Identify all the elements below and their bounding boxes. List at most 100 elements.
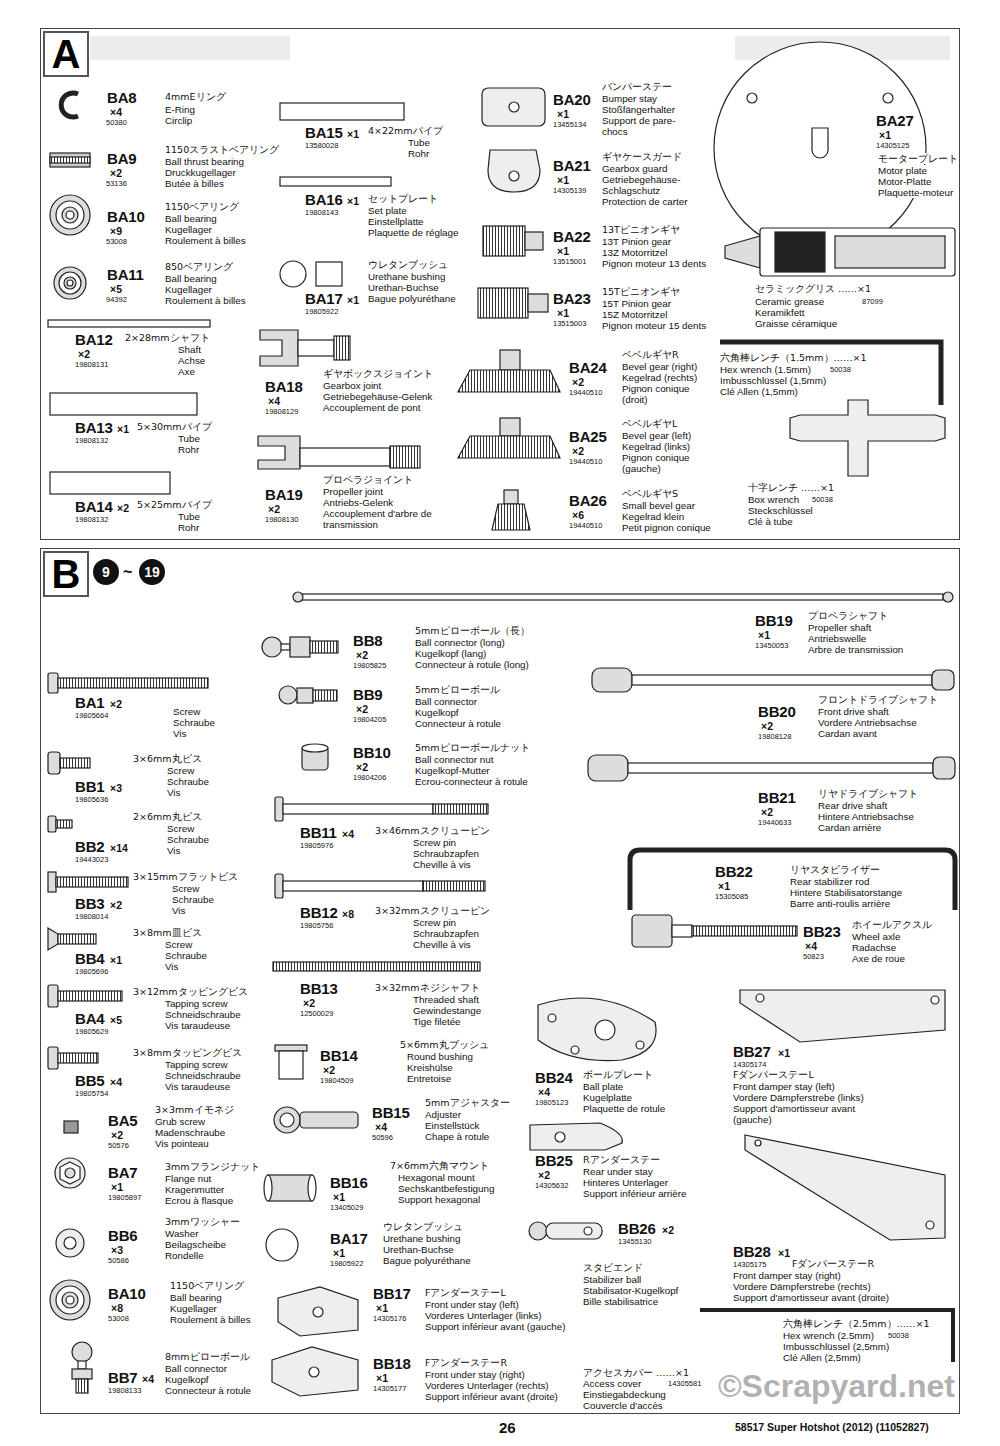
part-name: Plaquette-moteur — [878, 187, 953, 198]
part-number: 13450053 — [755, 641, 788, 650]
tapping-screw — [48, 1047, 58, 1069]
rear-drive-shaft — [933, 757, 955, 779]
part-name: Washer — [165, 1228, 198, 1239]
part-number: 14305125 — [876, 141, 909, 150]
quantity: ×2 — [111, 1129, 123, 1141]
gearbox-joint — [260, 330, 350, 366]
motor-plate — [747, 93, 757, 103]
part-number: 19808133 — [108, 1386, 141, 1395]
rear-stabilizer — [630, 850, 955, 910]
front-damper-stay — [740, 990, 945, 1042]
japanese-name: ウレタンブッシュ — [368, 259, 448, 270]
japanese-name: セットプレート — [368, 193, 438, 204]
bevel-gear — [458, 436, 560, 458]
gearbox-guard — [509, 171, 519, 181]
bumper-stay — [482, 88, 545, 126]
part-name: Vordere Antriebsachse — [818, 717, 917, 728]
japanese-name: 7×6mm六角マウント — [390, 1160, 489, 1171]
part-drawings — [48, 42, 955, 1396]
propeller-shaft — [302, 594, 943, 600]
bumper-stay — [509, 102, 519, 112]
japanese-name: ベベルギヤS — [622, 488, 678, 499]
flange-nut — [65, 1168, 75, 1178]
quantity: ×1 — [333, 1247, 345, 1259]
part-number: 87099 — [862, 297, 883, 306]
front-damper-stay — [926, 1221, 934, 1229]
part-name: Tube — [408, 137, 430, 148]
screw-pin — [423, 881, 485, 891]
tapping-screw — [58, 991, 122, 1001]
part-name: Ceramic grease — [755, 296, 824, 307]
quantity: ×1 — [557, 307, 569, 319]
part-name: Front damper stay (left) — [733, 1081, 835, 1092]
japanese-name: 1150スラストベアリング — [165, 144, 279, 155]
part-number: 19440510 — [569, 521, 602, 530]
part-name: Schraube — [173, 717, 215, 728]
part-code: BB5 — [75, 1072, 104, 1089]
japanese-name: 5×25mmパイプ — [137, 499, 212, 510]
part-code: BA14 — [75, 498, 113, 515]
part-name: Schraube — [165, 950, 207, 961]
quantity: ×2 — [78, 348, 90, 360]
front-under-stay — [278, 1287, 358, 1336]
part-code: BB21 — [758, 789, 796, 806]
part-number: 13515003 — [553, 319, 586, 328]
part-number: 13405029 — [330, 1203, 363, 1212]
quantity: ×1 — [718, 880, 730, 892]
japanese-name: プロペラシャフト — [808, 610, 888, 621]
quantity: ×2 — [356, 703, 368, 715]
pinion-gear — [483, 226, 543, 256]
part-name: Getriebegehäuse-Schlagschutz — [602, 174, 717, 196]
part-name: Wheel axle — [852, 931, 900, 942]
part-name: Ball connector — [165, 1363, 227, 1374]
part-name: Bille stabilisatrice — [583, 1296, 658, 1307]
japanese-name: リヤスタビライザー — [790, 864, 880, 875]
page-number: 26 — [499, 1419, 516, 1436]
part-name: Hex wrench (2.5mm) — [783, 1330, 874, 1341]
quantity: ×1 — [557, 174, 569, 186]
japanese-name: 2×28mmシャフト — [125, 332, 210, 343]
part-code: BA4 — [75, 1010, 104, 1027]
japanese-name: 5×30mmパイプ — [137, 421, 212, 432]
quantity: ×3 — [110, 782, 122, 794]
part-name: Connecteur à rotule (long) — [415, 659, 529, 670]
part-name: Einstellstück — [425, 1120, 479, 1131]
part-name: Antriebswelle — [808, 633, 866, 644]
part-name: 15Z Motorritzel — [602, 309, 667, 320]
ball-connector — [279, 686, 337, 704]
japanese-name: 1150ベアリング — [170, 1280, 244, 1291]
part-name: Vis pointeau — [155, 1138, 209, 1149]
quantity: ×2 — [110, 899, 122, 911]
screw — [48, 928, 58, 950]
japanese-name: ギヤケースガード — [602, 151, 682, 162]
part-name: Axe — [178, 366, 195, 377]
quantity: ×2 — [303, 997, 315, 1009]
part-name: Cardan avant — [818, 728, 877, 739]
part-name: Beilagscheibe — [165, 1239, 226, 1250]
part-name: Bague polyuréthane — [383, 1255, 471, 1266]
part-code: BA10 — [108, 1285, 146, 1302]
part-name: Sechskantbefestigung — [398, 1183, 494, 1194]
screw — [48, 816, 56, 832]
part-name: Hex wrench (1.5mm) — [720, 364, 811, 375]
part-code: BA26 — [569, 492, 607, 509]
screw — [56, 820, 72, 828]
tapping-screw — [58, 1053, 98, 1063]
part-code: BA17 — [330, 1230, 368, 1247]
pinion-gear — [478, 288, 548, 318]
urethane-bushing — [266, 1229, 298, 1261]
part-code: BA18 — [265, 378, 303, 395]
part-code: BB10 — [353, 744, 391, 761]
ball-bearing — [50, 195, 90, 235]
part-name: Front under stay (right) — [425, 1369, 525, 1380]
japanese-name: ウレタンブッシュ — [383, 1221, 463, 1232]
part-name: Bevel gear (right) — [622, 361, 697, 372]
adjuster — [280, 1113, 294, 1127]
urethane-bushing — [266, 1229, 298, 1261]
part-name: Petit pignon conique — [622, 522, 711, 533]
quantity: ×2 — [268, 503, 280, 515]
part-code: BA11 — [107, 266, 144, 283]
stabilizer-ball — [584, 1227, 592, 1235]
japanese-name: FアンダーステーL — [425, 1287, 506, 1298]
japanese-name: 3×32mmスクリューピン — [375, 905, 490, 916]
